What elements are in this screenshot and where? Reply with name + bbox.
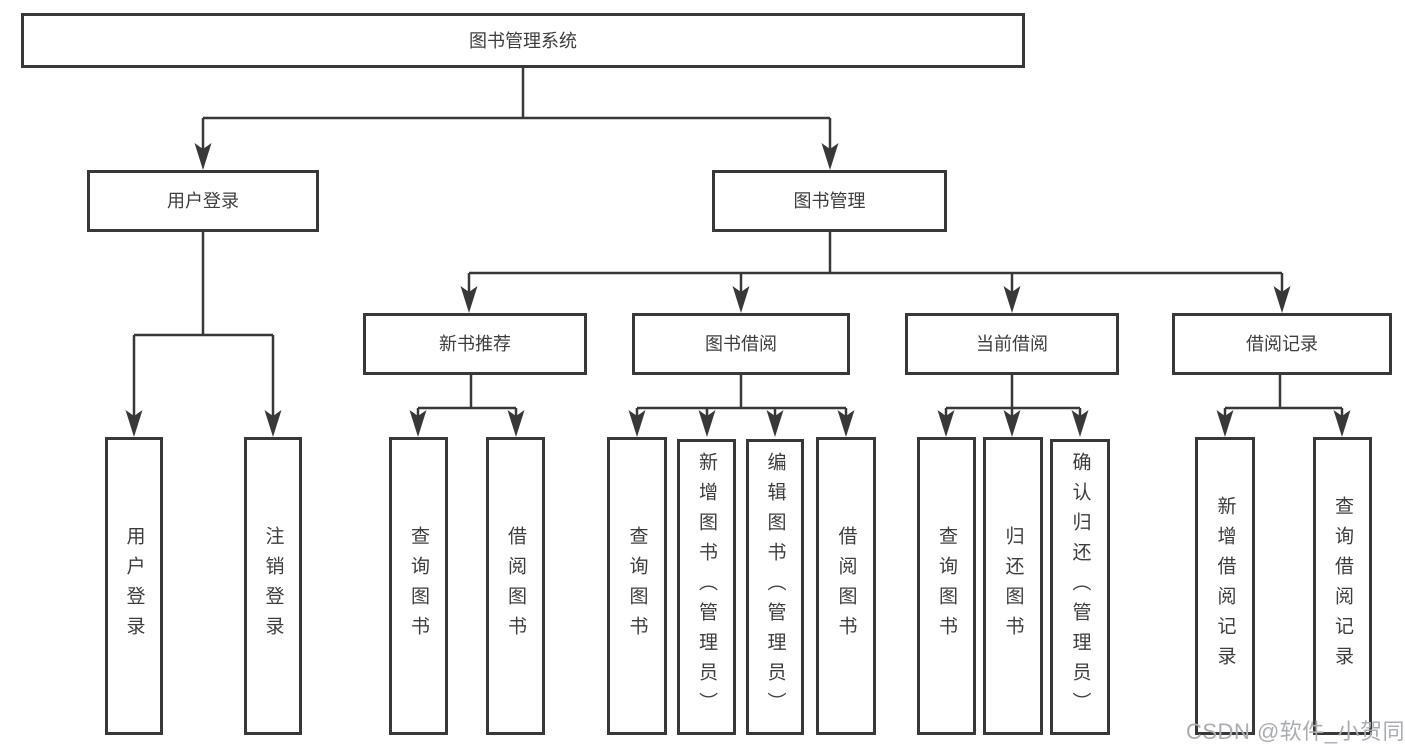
node-user-login: 用户登录 [87,170,319,232]
node-label: 编辑图书（管理员） [764,452,786,722]
node-label: 查询图书 [936,526,957,646]
leaf-borrowing-edit-books-admin: 编辑图书（管理员） [746,439,804,735]
leaf-records-query-record: 查询借阅记录 [1313,437,1372,735]
node-label: 图书借阅 [705,334,777,354]
node-label: 查询借阅记录 [1332,496,1353,676]
node-label: 归还图书 [1002,526,1024,646]
leaf-user-login: 用户登录 [105,437,163,735]
leaf-logout: 注销登录 [244,437,302,735]
node-label: 确认归还（管理员） [1069,452,1091,722]
leaf-current-confirm-return-admin: 确认归还（管理员） [1050,439,1110,735]
csdn-watermark: CSDN @软件_小贺同学 [1186,719,1405,744]
node-label: 当前借阅 [976,334,1048,354]
node-label: 用户登录 [167,191,239,211]
leaf-current-query-books: 查询图书 [917,437,976,735]
node-label: 新增借阅记录 [1214,496,1236,676]
leaf-recommend-borrow-books: 借阅图书 [486,437,545,735]
leaf-borrowing-borrow-books: 借阅图书 [816,437,876,735]
node-new-book-recommend: 新书推荐 [363,313,587,375]
leaf-borrowing-add-books-admin: 新增图书（管理员） [677,439,736,735]
leaf-recommend-query-books: 查询图书 [389,437,448,735]
node-borrowing-records: 借阅记录 [1172,313,1392,375]
node-label: 新书推荐 [439,334,511,354]
leaf-current-return-books: 归还图书 [983,437,1043,735]
node-label: 借阅图书 [505,526,526,646]
leaf-borrowing-query-books: 查询图书 [607,437,667,735]
node-label: 用户登录 [123,526,145,646]
node-label: 查询图书 [626,526,648,646]
node-label: 图书管理 [793,191,866,211]
node-label: 借阅记录 [1246,334,1318,354]
node-label: 图书管理系统 [469,30,577,51]
node-library-system: 图书管理系统 [21,13,1025,68]
node-book-management: 图书管理 [712,170,947,232]
node-label: 新增图书（管理员） [696,452,717,722]
node-label: 查询图书 [408,526,429,646]
node-current-borrowing: 当前借阅 [905,313,1119,375]
node-book-borrowing: 图书借阅 [632,313,850,375]
leaf-records-add-record: 新增借阅记录 [1195,437,1255,735]
node-label: 借阅图书 [835,526,857,646]
node-label: 注销登录 [262,526,284,646]
